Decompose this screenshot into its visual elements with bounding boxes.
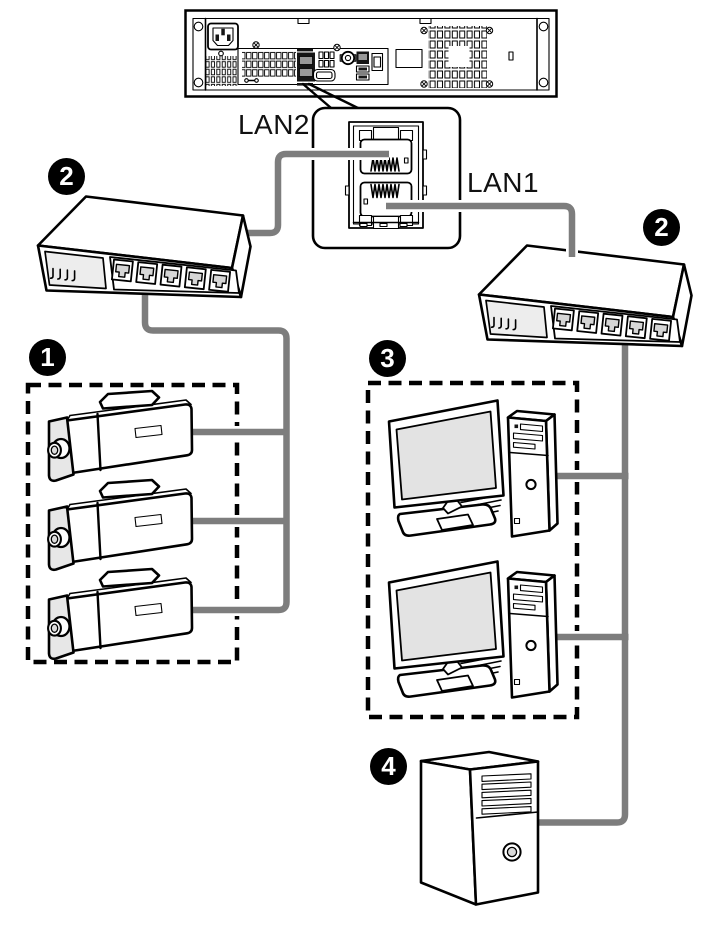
vent-slats bbox=[206, 56, 238, 86]
server-tower bbox=[419, 750, 540, 906]
blank-slot bbox=[395, 48, 423, 69]
dip-switches bbox=[318, 51, 335, 68]
camera-2 bbox=[46, 478, 194, 572]
badge-switch-right: 2 bbox=[643, 209, 680, 246]
badge-server: 4 bbox=[370, 748, 407, 785]
camera-3 bbox=[46, 567, 194, 661]
network-cables bbox=[139, 286, 631, 829]
pc-group-box bbox=[365, 380, 580, 720]
terminal-blocks bbox=[242, 51, 296, 77]
cable-lan2 bbox=[247, 148, 389, 239]
recorder-rear-panel bbox=[184, 9, 558, 98]
badge-pc-group: 3 bbox=[369, 340, 406, 377]
badge-switch-left: 2 bbox=[48, 158, 85, 195]
badge-camera-group: 1 bbox=[29, 339, 66, 376]
power-inlet bbox=[207, 22, 239, 57]
lan1-label: LAN1 bbox=[467, 167, 540, 198]
cable-switch-to-server bbox=[536, 336, 629, 826]
callout-lines bbox=[301, 82, 365, 112]
lan-ports-inset bbox=[311, 106, 462, 250]
switch-right bbox=[479, 246, 692, 347]
cable-lan1 bbox=[386, 200, 578, 257]
camera-group bbox=[46, 389, 194, 661]
pc-group bbox=[387, 399, 559, 699]
usb-lan-block bbox=[355, 51, 370, 81]
panel-lan-ports bbox=[297, 48, 315, 86]
vga-connector bbox=[312, 68, 336, 82]
fan-grille bbox=[420, 26, 494, 88]
pc-2 bbox=[387, 560, 559, 699]
camera-group-box bbox=[25, 382, 240, 665]
switch-left bbox=[38, 197, 251, 298]
lan2-label: LAN2 bbox=[237, 109, 310, 140]
cable-switch-to-cameras bbox=[141, 286, 290, 614]
bnc-connector bbox=[339, 50, 357, 66]
pc-1 bbox=[387, 399, 559, 538]
camera-1 bbox=[46, 389, 194, 483]
